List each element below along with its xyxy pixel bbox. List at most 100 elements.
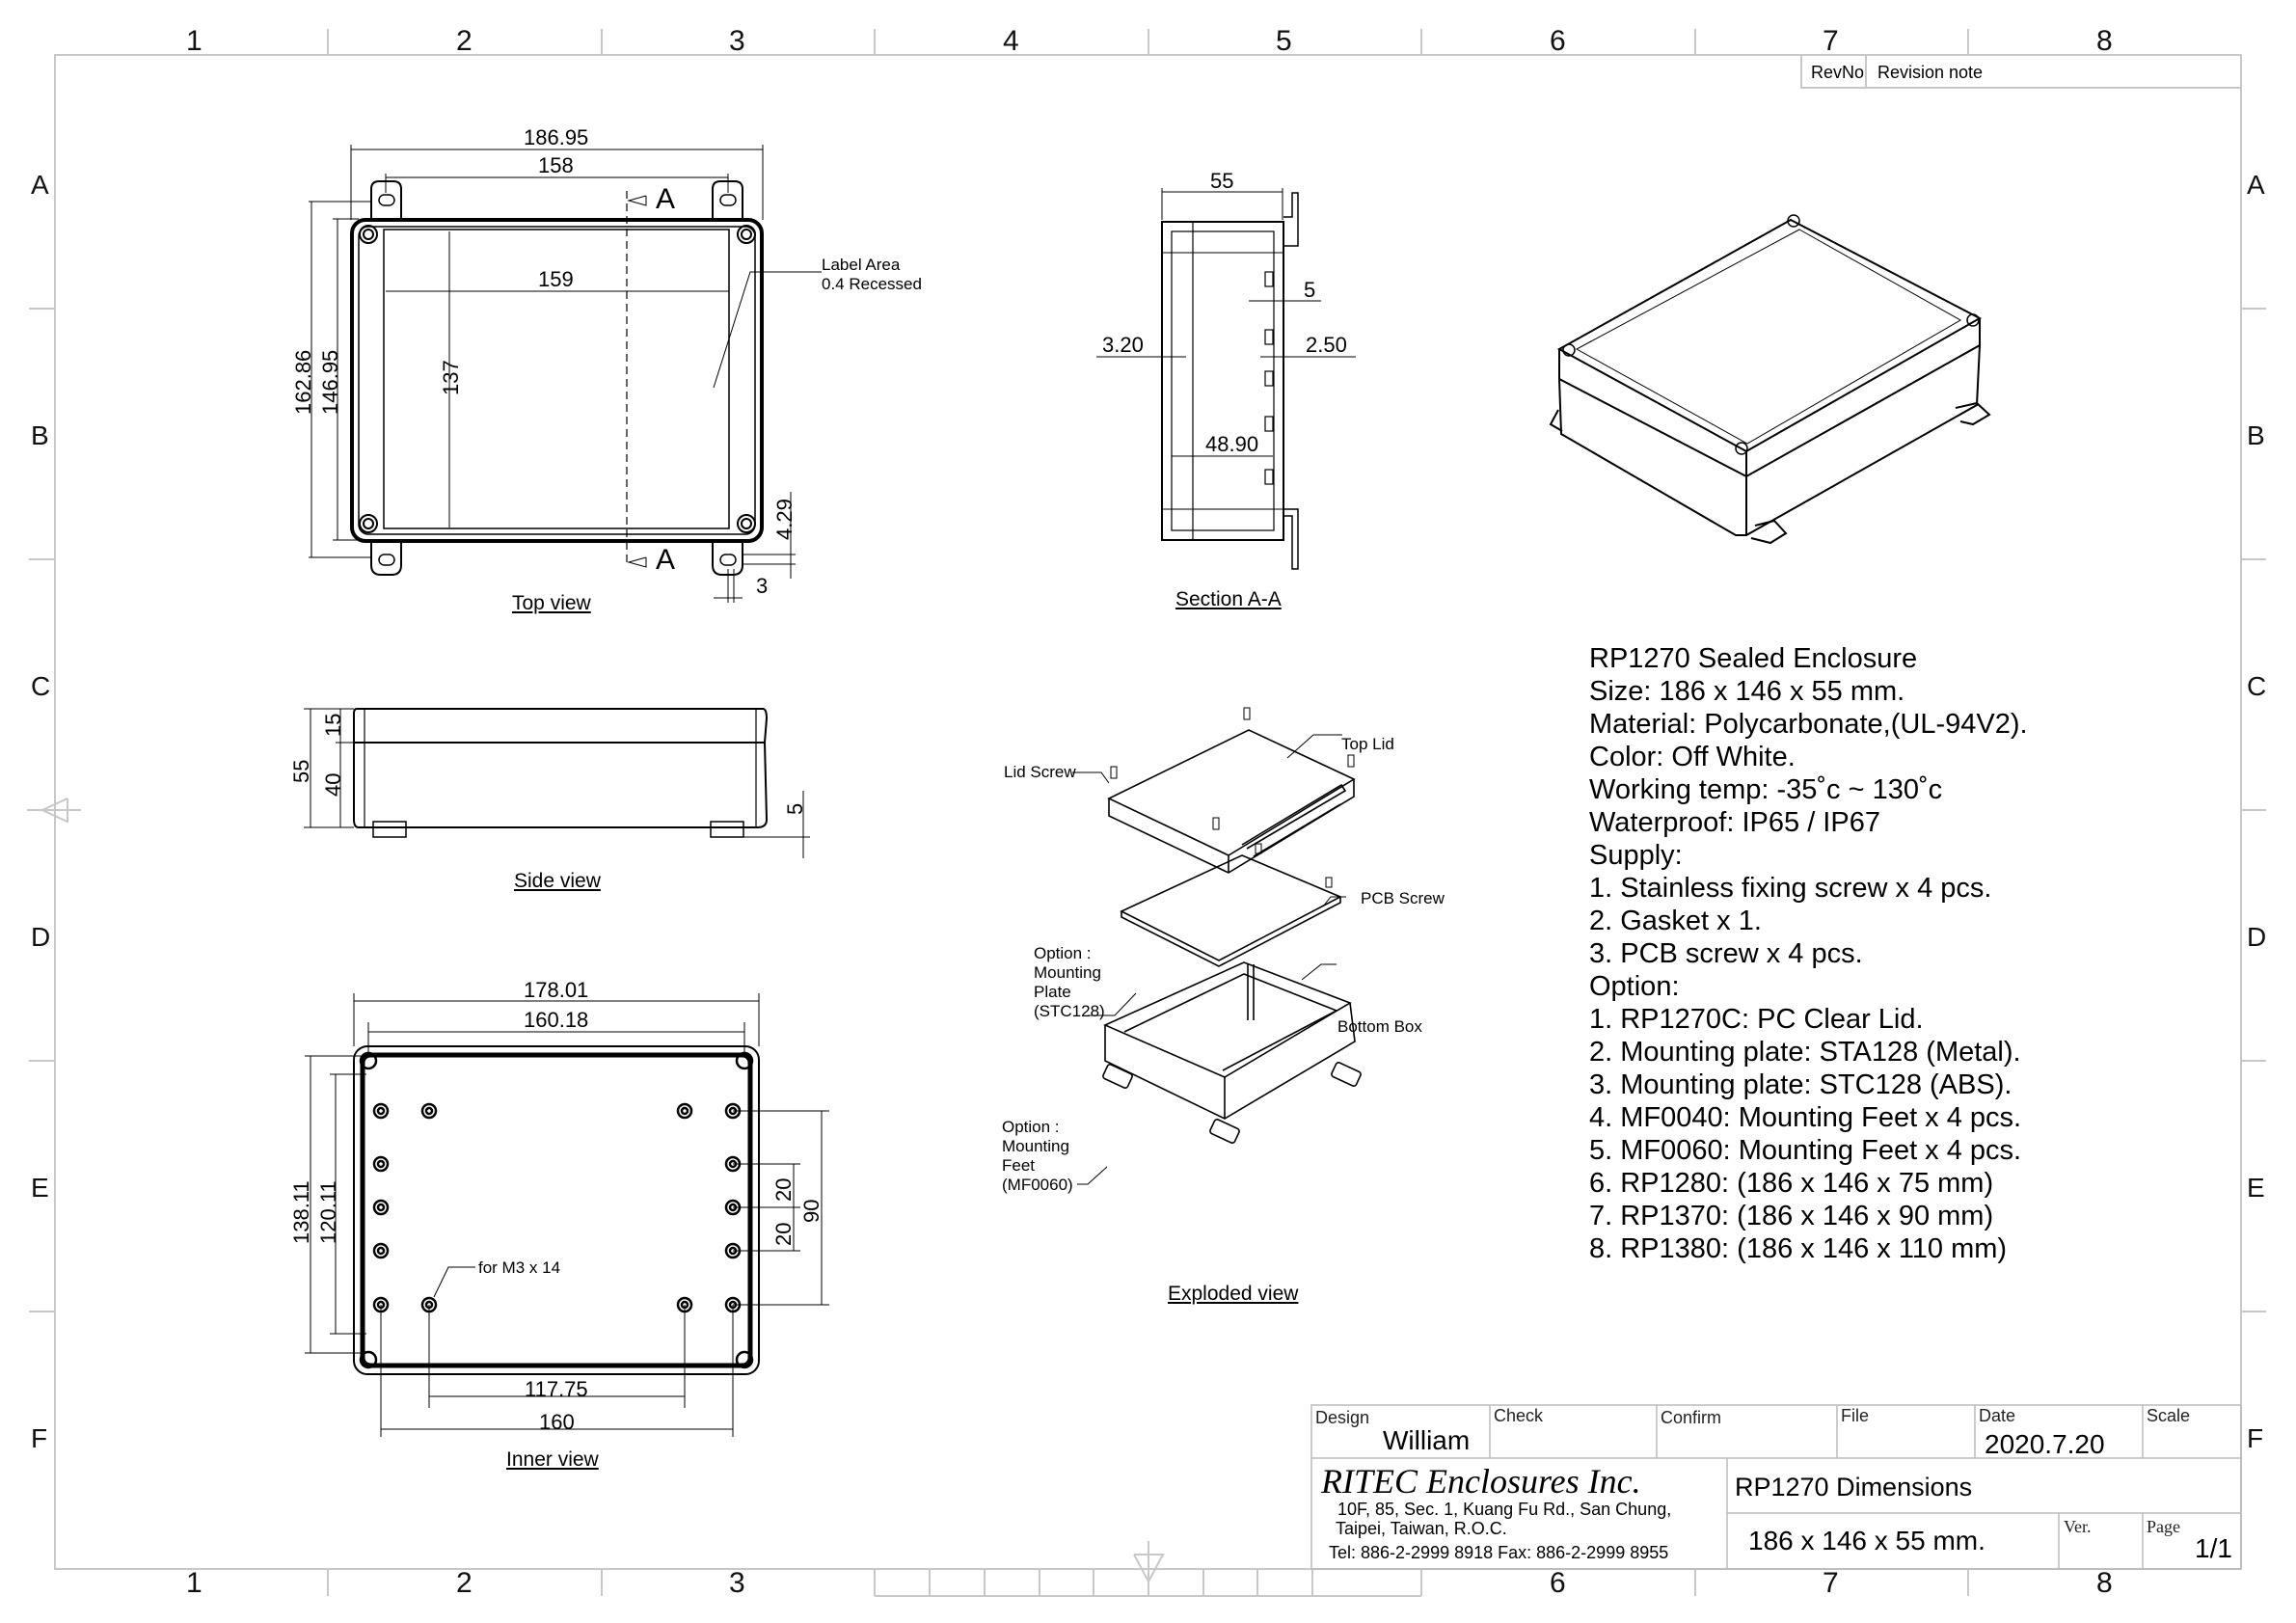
- callout-mounting-plate-1: Option :: [1034, 944, 1092, 962]
- version-label: Ver.: [2064, 1517, 2092, 1536]
- side-view-drawing: [304, 708, 810, 858]
- spec-line-option-3: 3. Mounting plate: STC128 (ABS).: [1589, 1069, 2012, 1100]
- dim-side-total: 55: [289, 759, 313, 783]
- spec-line-waterproof: Waterproof: IP65 / IP67: [1589, 807, 1880, 838]
- company-address-1: 10F, 85, Sec. 1, Kuang Fu Rd., San Chung…: [1337, 1500, 1672, 1519]
- zone-row-f-right: F: [2247, 1423, 2264, 1453]
- zone-column-8: 8: [2096, 25, 2113, 57]
- specifications-block: RP1270 Sealed Enclosure Size: 186 x 146 …: [1589, 642, 2028, 1265]
- section-marker-top: A: [656, 183, 676, 215]
- dim-boss-span-outer: 160: [539, 1410, 575, 1434]
- date-label: Date: [1979, 1406, 2016, 1425]
- boss-note: for M3 x 14: [478, 1258, 561, 1277]
- callout-mounting-feet-1: Option :: [1002, 1118, 1060, 1136]
- spec-line-supply-2: 2. Gasket x 1.: [1589, 906, 1762, 936]
- zone-row-b-left: B: [31, 420, 49, 450]
- dim-inner-height: 120.11: [316, 1180, 340, 1244]
- drawing-title: RP1270 Dimensions: [1735, 1473, 1973, 1501]
- spec-line-temp: Working temp: -35˚c ~ 130˚c: [1589, 774, 1943, 805]
- dim-side-base: 40: [321, 772, 345, 797]
- dim-side-foot: 5: [783, 802, 807, 815]
- dim-side-lid: 15: [321, 713, 345, 737]
- dim-label-height: 137: [439, 360, 463, 395]
- callout-pcb-screw: PCB Screw: [1361, 889, 1445, 907]
- section-view-drawing: [1096, 188, 1356, 570]
- zone-column-6: 6: [1550, 25, 1566, 57]
- zone-row-f-left: F: [31, 1423, 48, 1453]
- spec-line-supply-3: 3. PCB screw x 4 pcs.: [1589, 938, 1863, 969]
- dim-body-height: 146.95: [318, 349, 342, 415]
- zone-row-b-right: B: [2247, 420, 2265, 450]
- spec-line-option-7: 7. RP1370: (186 x 146 x 90 mm): [1589, 1201, 1994, 1231]
- spec-line-option-heading: Option:: [1589, 971, 1680, 1002]
- check-label: Check: [1494, 1406, 1544, 1425]
- callout-mounting-plate-3: Plate: [1034, 983, 1071, 1001]
- callout-bottom-box: Bottom Box: [1337, 1017, 1422, 1036]
- spec-line-option-6: 6. RP1280: (186 x 146 x 75 mm): [1589, 1168, 1994, 1199]
- zone-column-1: 1: [186, 25, 203, 57]
- spec-line-size: Size: 186 x 146 x 55 mm.: [1589, 676, 1905, 707]
- inner-view-drawing: [305, 993, 829, 1437]
- zone-row-e-right: E: [2247, 1173, 2265, 1203]
- side-view-label: Side view: [514, 870, 601, 892]
- dim-outer-height: 138.11: [289, 1180, 313, 1244]
- dim-wall-lid: 3.20: [1102, 333, 1144, 357]
- spec-line-title: RP1270 Sealed Enclosure: [1589, 643, 1918, 674]
- zone-column-4: 4: [1003, 25, 1019, 57]
- dim-overall-width: 186.95: [524, 125, 589, 149]
- spec-line-option-2: 2. Mounting plate: STA128 (Metal).: [1589, 1037, 2021, 1068]
- dim-inner-width: 160.18: [524, 1008, 589, 1032]
- top-view-drawing: [309, 145, 822, 603]
- zone-column-1-bottom: 1: [186, 1567, 203, 1599]
- spec-line-color: Color: Off White.: [1589, 742, 1796, 772]
- spec-line-option-5: 5. MF0060: Mounting Feet x 4 pcs.: [1589, 1135, 2022, 1166]
- callout-top-lid: Top Lid: [1341, 735, 1394, 753]
- revision-number-header: RevNo: [1811, 63, 1865, 82]
- isometric-view-drawing: [1549, 214, 1991, 545]
- callout-mounting-feet-3: Feet: [1002, 1156, 1036, 1175]
- callout-mounting-plate-4: (STC128): [1034, 1002, 1105, 1020]
- spec-line-supply-1: 1. Stainless fixing screw x 4 pcs.: [1589, 873, 1992, 904]
- page-label: Page: [2147, 1517, 2180, 1536]
- callout-lid-screw: Lid Screw: [1004, 763, 1076, 781]
- zone-column-2-bottom: 2: [456, 1567, 473, 1599]
- dim-boss-span-inner: 117.75: [525, 1377, 588, 1401]
- spec-line-supply-heading: Supply:: [1589, 840, 1683, 871]
- section-view-label: Section A-A: [1175, 588, 1282, 610]
- zone-column-3: 3: [729, 25, 745, 57]
- company-contact: Tel: 886-2-2999 8918 Fax: 886-2-2999 895…: [1329, 1543, 1669, 1562]
- label-area-note-line-2: 0.4 Recessed: [822, 275, 922, 293]
- zone-row-a-right: A: [2247, 170, 2265, 200]
- zone-row-d-left: D: [31, 922, 51, 952]
- dim-overall-height: 162.86: [291, 349, 315, 415]
- spec-line-option-4: 4. MF0040: Mounting Feet x 4 pcs.: [1589, 1102, 2022, 1133]
- file-label: File: [1841, 1406, 1870, 1425]
- label-area-note-line-1: Label Area: [822, 256, 901, 274]
- dim-rib: 5: [1304, 278, 1316, 302]
- spec-line-option-8: 8. RP1380: (186 x 146 x 110 mm): [1589, 1233, 2008, 1264]
- callout-mounting-feet-2: Mounting: [1002, 1137, 1069, 1155]
- dim-pitch-a: 20: [771, 1177, 796, 1202]
- dim-mount-hole-span: 158: [538, 153, 574, 177]
- scale-label: Scale: [2147, 1406, 2191, 1425]
- company-name: RITEC Enclosures Inc.: [1321, 1462, 1641, 1501]
- dim-outer-width: 178.01: [524, 978, 589, 1002]
- revision-note-header: Revision note: [1877, 63, 1984, 82]
- zone-column-8-bottom: 8: [2096, 1567, 2113, 1599]
- dim-tab-slot: 3: [756, 574, 769, 598]
- top-view-label: Top view: [512, 592, 591, 614]
- company-address-2: Taipei, Taiwan, R.O.C.: [1336, 1519, 1507, 1538]
- dim-pitch-b: 20: [771, 1222, 796, 1246]
- exploded-view-label: Exploded view: [1168, 1283, 1299, 1305]
- exploded-view-drawing: [1072, 707, 1362, 1185]
- section-marker-bottom: A: [656, 544, 676, 576]
- zone-column-5: 5: [1276, 25, 1292, 57]
- dim-section-height: 55: [1210, 169, 1234, 193]
- inner-view-label: Inner view: [506, 1448, 599, 1471]
- design-value: William: [1383, 1425, 1471, 1455]
- page-value: 1/1: [2195, 1533, 2232, 1563]
- confirm-label: Confirm: [1661, 1408, 1722, 1427]
- dim-tab-offset: 4.29: [772, 499, 797, 540]
- date-value: 2020.7.20: [1985, 1429, 2105, 1459]
